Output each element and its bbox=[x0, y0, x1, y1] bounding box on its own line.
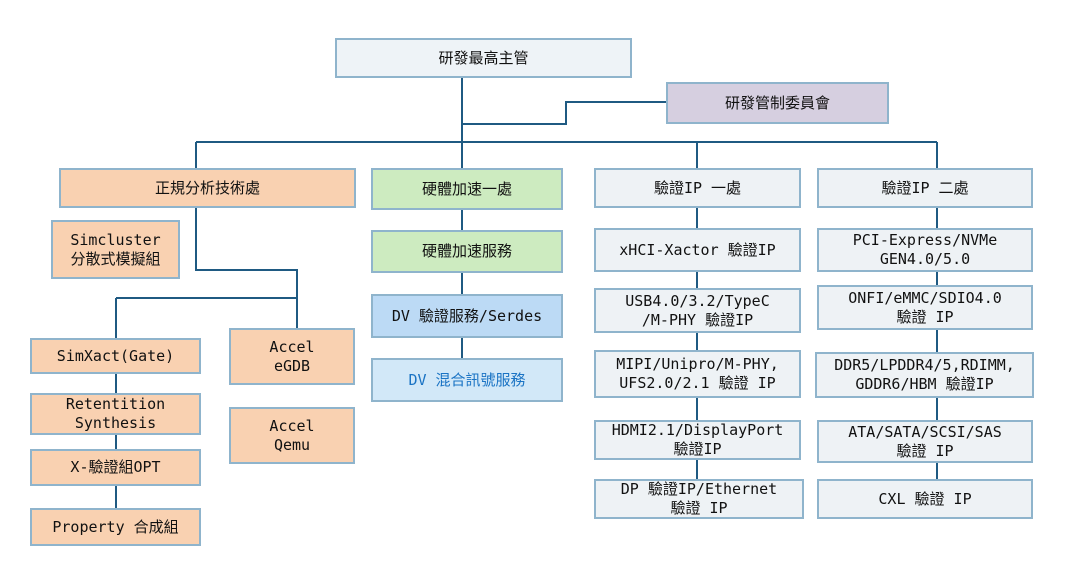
simcluster-box: Simcluster 分散式模擬組 bbox=[51, 220, 180, 279]
rd-committee-box: 研發管制委員會 bbox=[666, 82, 889, 124]
accel-qemu-box: Accel Qemu bbox=[229, 407, 355, 464]
vip1-item: DP 驗證IP/Ethernet 驗證 IP bbox=[594, 479, 804, 519]
accel-egdb-box: Accel eGDB bbox=[229, 328, 355, 385]
property-synthesis-box: Property 合成組 bbox=[30, 508, 201, 546]
vip2-item: ATA/SATA/SCSI/SAS 驗證 IP bbox=[817, 420, 1033, 463]
formal-analysis-dept-box: 正規分析技術處 bbox=[59, 168, 356, 208]
vip2-item: ONFI/eMMC/SDIO4.0 驗證 IP bbox=[817, 285, 1033, 330]
vip1-item: MIPI/Unipro/M-PHY, UFS2.0/2.1 驗證 IP bbox=[594, 350, 801, 398]
vip2-item: CXL 驗證 IP bbox=[817, 479, 1033, 519]
vip2-item: PCI-Express/NVMe GEN4.0/5.0 bbox=[817, 228, 1033, 272]
vip-dept-2-box: 驗證IP 二處 bbox=[817, 168, 1033, 208]
vip2-item: DDR5/LPDDR4/5,RDIMM, GDDR6/HBM 驗證IP bbox=[815, 352, 1034, 398]
vip1-item: HDMI2.1/DisplayPort 驗證IP bbox=[594, 420, 801, 460]
rd-head-box: 研發最高主管 bbox=[335, 38, 632, 78]
dv-mixed-signal-box: DV 混合訊號服務 bbox=[371, 358, 563, 402]
simxact-box: SimXact(Gate) bbox=[30, 338, 201, 374]
vip1-item: xHCI-Xactor 驗證IP bbox=[594, 228, 801, 272]
vip1-item: USB4.0/3.2/TypeC /M-PHY 驗證IP bbox=[594, 288, 801, 333]
retention-synthesis-box: Retentition Synthesis bbox=[30, 393, 201, 435]
vip-dept-1-box: 驗證IP 一處 bbox=[594, 168, 801, 208]
hw-accel-dept-box: 硬體加速一處 bbox=[371, 168, 563, 210]
hw-accel-service-box: 硬體加速服務 bbox=[371, 230, 563, 273]
dv-serdes-box: DV 驗證服務/Serdes bbox=[371, 294, 563, 338]
x-verify-opt-box: X-驗證組OPT bbox=[30, 449, 201, 486]
